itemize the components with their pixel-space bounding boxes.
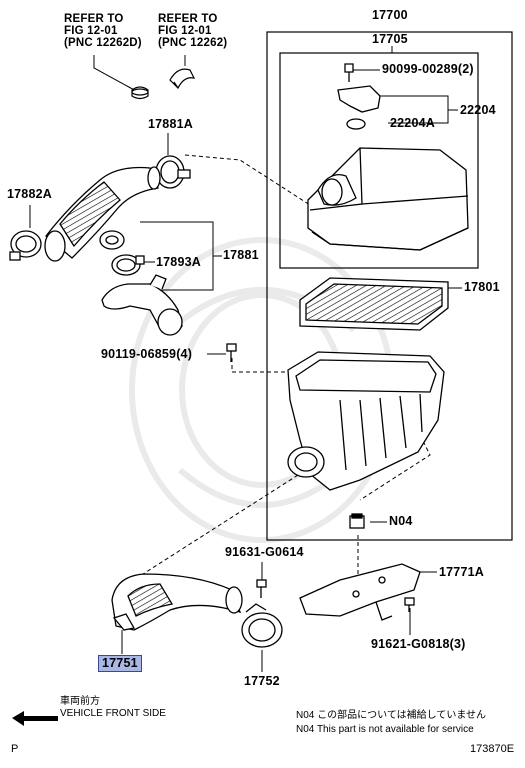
- note-en: N04 This part is not available for servi…: [296, 724, 474, 735]
- assembly-box-17700: [266, 31, 513, 541]
- hose-17751: [111, 573, 243, 631]
- part-label-17705: 17705: [372, 32, 408, 46]
- filter-17801: [299, 277, 449, 331]
- cleaner-case: [287, 351, 445, 491]
- clamp-17882A: [9, 230, 42, 261]
- part-label-17881A: 17881A: [148, 117, 193, 131]
- hose-17881: [44, 166, 161, 262]
- bolt-91631: [256, 579, 267, 598]
- part-label-90099: 90099-00289(2): [382, 62, 474, 76]
- part-label-17700: 17700: [372, 8, 408, 22]
- front-label-jp: 車両前方: [60, 696, 100, 707]
- clamp-17752: [241, 603, 283, 648]
- ref-right-line-2: FIG 12-01: [158, 25, 212, 37]
- ref-left-line-3: (PNC 12262D): [64, 37, 142, 49]
- grommet-N04: [349, 513, 365, 529]
- part-label-17801: 17801: [464, 280, 500, 294]
- clamp-17893A: [111, 254, 145, 276]
- page-mark: P: [11, 743, 19, 755]
- ref-right: REFER TO FIG 12-01 (PNC 12262): [158, 13, 227, 49]
- ref-left: REFER TO FIG 12-01 (PNC 12262D): [64, 13, 142, 49]
- part-label-17893A: 17893A: [156, 255, 201, 269]
- part-label-22204: 22204: [460, 103, 496, 117]
- assembly-box-17705: [279, 52, 479, 269]
- ref-hose-right: [169, 68, 196, 90]
- ref-hose-left: [131, 86, 149, 100]
- front-label-en: VEHICLE FRONT SIDE: [60, 708, 166, 719]
- bracket-17771A: [299, 563, 421, 621]
- bolt-91621: [404, 597, 415, 612]
- part-label-17771A: 17771A: [439, 565, 484, 579]
- part-label-90119: 90119-06859(4): [101, 347, 193, 361]
- part-label-N04: N04: [389, 514, 413, 528]
- front-arrow-icon: [12, 711, 58, 726]
- note-jp: N04 この部品については補給していません: [296, 710, 487, 721]
- part-label-22204A: 22204A: [390, 116, 435, 130]
- cleaner-cap-17705: [307, 147, 469, 251]
- part-label-17752: 17752: [244, 674, 280, 688]
- ref-left-line-2: FIG 12-01: [64, 25, 118, 37]
- part-label-17881: 17881: [223, 248, 259, 262]
- clamp-17881A: [155, 155, 191, 189]
- part-label-17751-highlighted[interactable]: 17751: [98, 655, 142, 672]
- ref-left-line-1: REFER TO: [64, 13, 124, 25]
- part-label-91621: 91621-G0818(3): [371, 637, 466, 651]
- part-label-91631: 91631-G0614: [225, 545, 304, 559]
- figure-code: 173870E: [470, 743, 515, 755]
- pipe-17881: [101, 274, 183, 336]
- bolt-90119: [226, 343, 237, 362]
- ref-right-line-1: REFER TO: [158, 13, 218, 25]
- sensor-22204: [337, 63, 381, 130]
- ref-right-line-3: (PNC 12262): [158, 37, 228, 49]
- part-label-17882A: 17882A: [7, 187, 52, 201]
